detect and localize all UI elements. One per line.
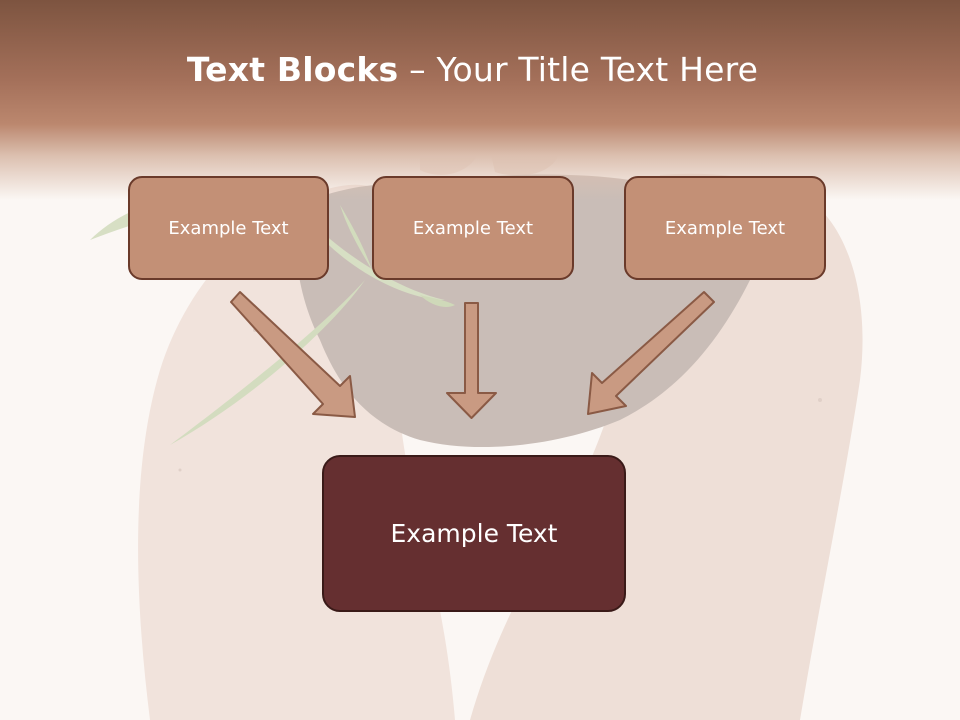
title-banner xyxy=(0,0,960,200)
text-block-1[interactable]: Example Text xyxy=(128,176,329,280)
text-block-3-label: Example Text xyxy=(664,217,786,239)
arrow-left xyxy=(230,291,356,418)
main-text-block[interactable]: Example Text xyxy=(322,455,626,612)
text-block-1-label: Example Text xyxy=(168,217,289,239)
title-separator: – xyxy=(398,50,437,89)
text-block-3[interactable]: Example Text xyxy=(624,176,826,280)
main-text-block-label: Example Text xyxy=(390,519,558,548)
arrow-center xyxy=(446,302,497,419)
text-block-2[interactable]: Example Text xyxy=(372,176,574,280)
title-rest: Your Title Text Here xyxy=(436,50,759,89)
text-block-2-label: Example Text xyxy=(412,217,534,239)
arrow-right xyxy=(587,291,715,415)
slide-title[interactable]: Text Blocks – Your Title Text Here xyxy=(0,50,945,89)
title-bold: Text Blocks xyxy=(186,50,399,89)
